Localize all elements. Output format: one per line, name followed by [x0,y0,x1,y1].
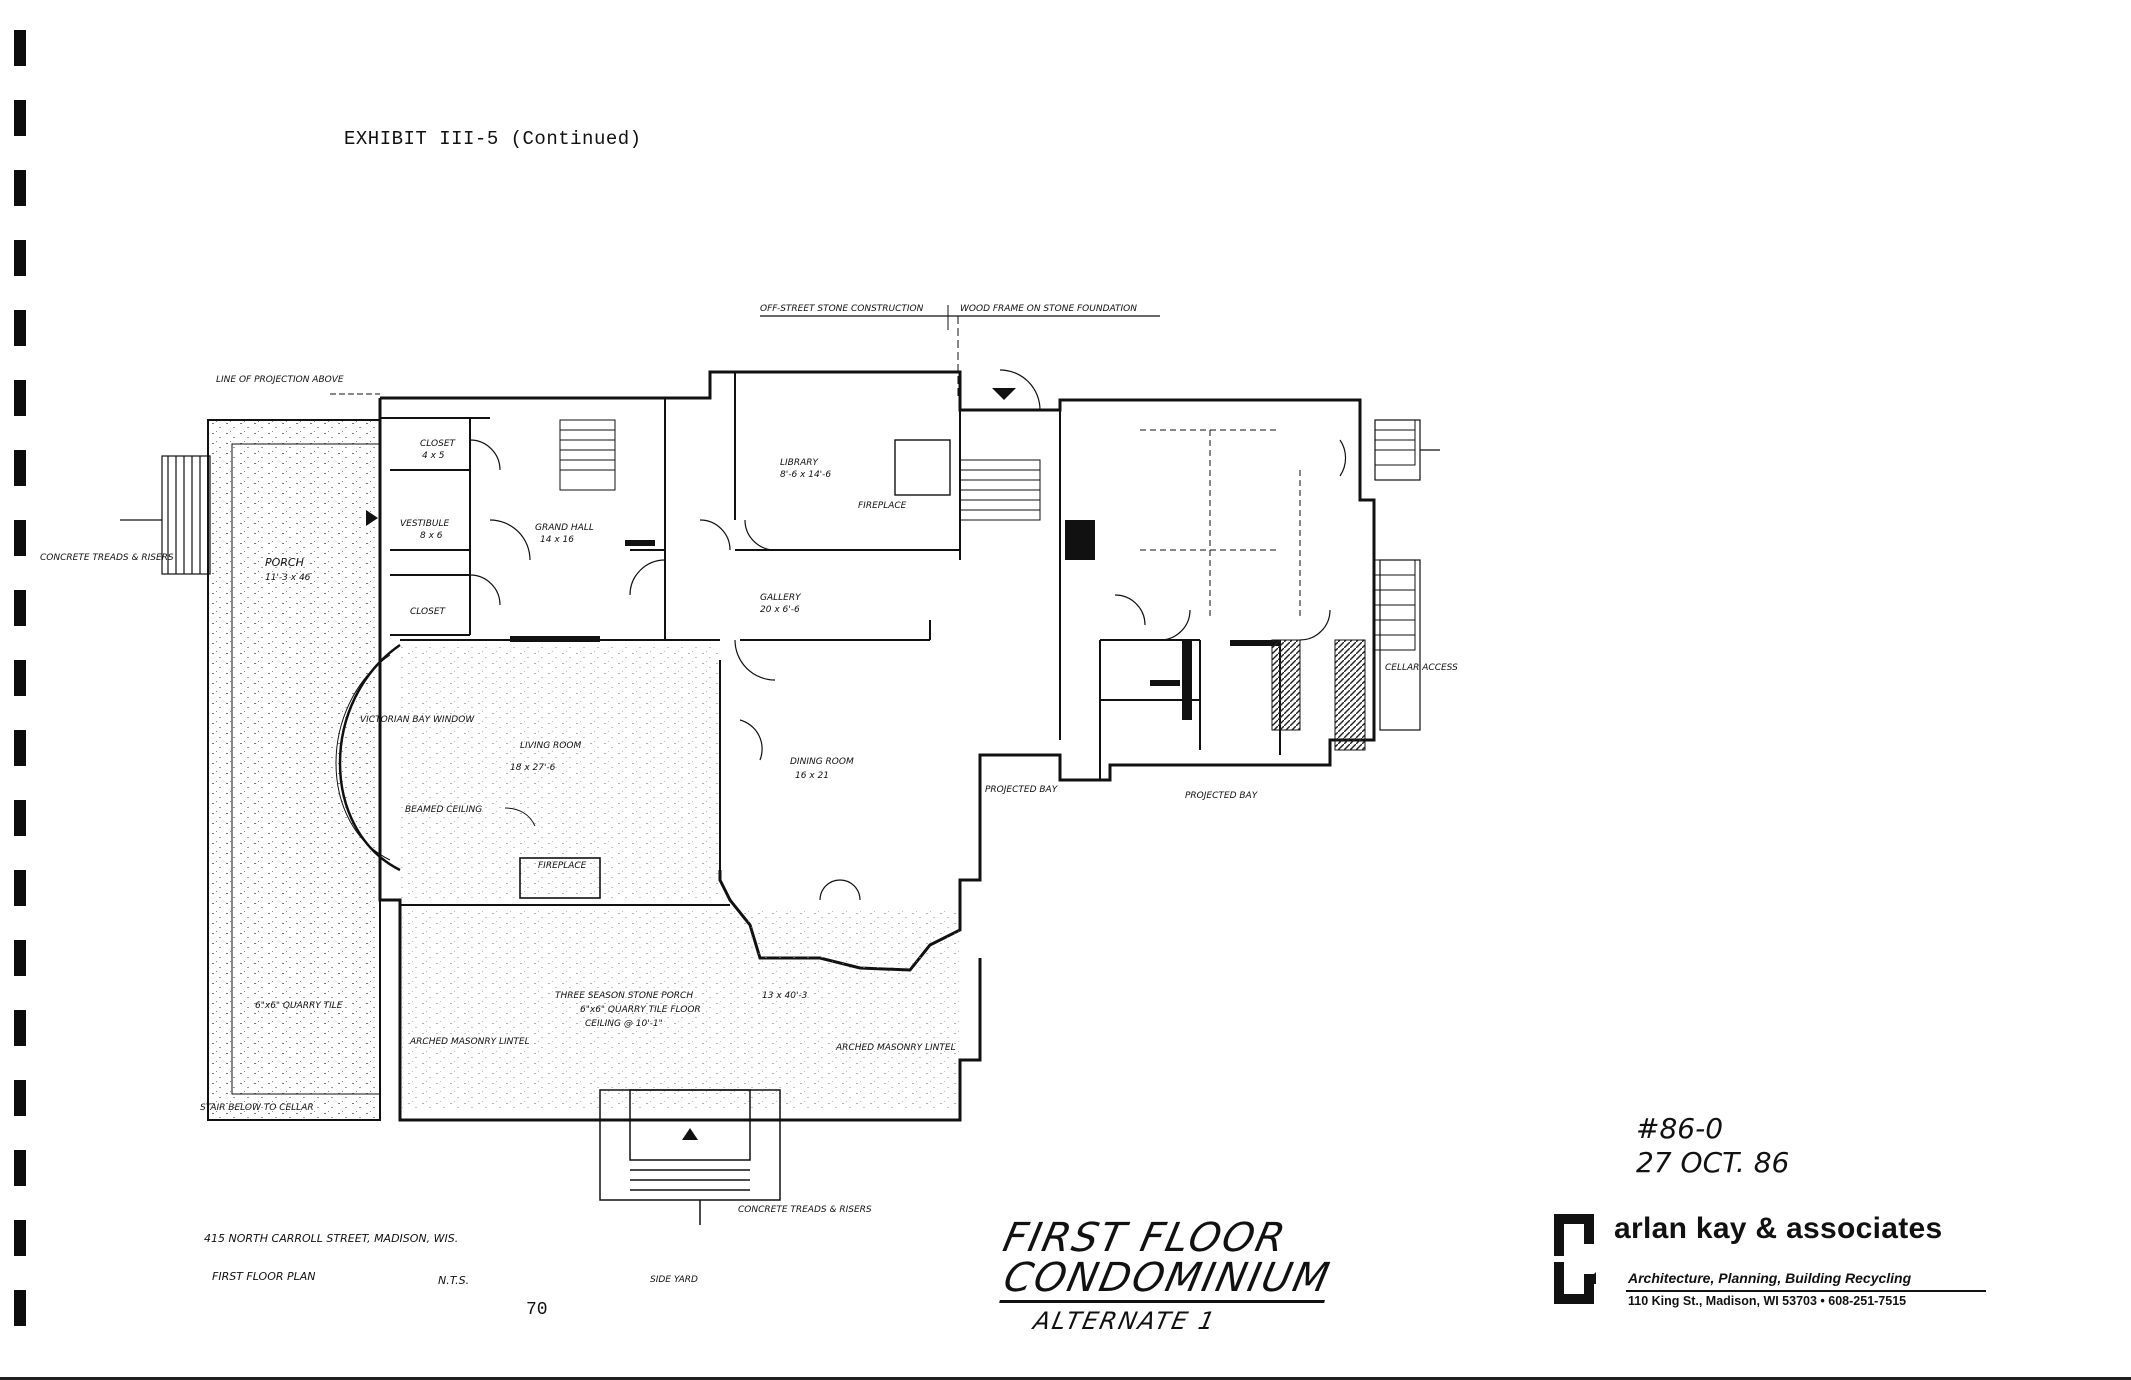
firm-address: 110 King St., Madison, WI 53703 • 608-25… [1628,1294,1907,1308]
bay-window-label: VICTORIAN BAY WINDOW [360,715,475,725]
wood-frame-label: WOOD FRAME ON STONE FOUNDATION [960,304,1137,314]
south-steps [599,1089,781,1225]
title-line-1: FIRST FLOOR [999,1215,1291,1261]
address-label: 415 NORTH CARROLL STREET, MADISON, WIS. [204,1232,458,1245]
concrete-treads-west-label: CONCRETE TREADS & RISERS [40,553,174,563]
firm-rule [1626,1290,1986,1292]
binding-hole [14,1010,26,1046]
firm-name: arlan kay & associates [1614,1212,1943,1245]
vestibule-dim: 8 x 6 [420,531,443,541]
grand-hall-label: GRAND HALL [535,523,594,533]
ceiling-note-label: CEILING @ 10'-1" [585,1019,663,1029]
entry-arrow-south [682,1128,698,1140]
gallery-dim: 20 x 6'-6 [760,605,800,615]
vestibule-label: VESTIBULE [400,519,449,529]
entry-arrow-west [366,510,378,526]
binding-hole [14,870,26,906]
firm-logo-icon [1554,1214,1596,1304]
porch [207,419,381,1121]
closet-bottom-label: CLOSET [410,607,447,617]
binding-hole [14,520,26,556]
binding-hole [14,1150,26,1186]
binding-hole [14,590,26,626]
entry-arrow-north [992,388,1016,400]
job-date: 27 OCT. 86 [1636,1146,1790,1179]
stone-porch-floor [400,910,960,1110]
quarry-tile-label: 6"x6" QUARRY TILE [255,1001,343,1011]
binding-hole [14,100,26,136]
firm-tagline: Architecture, Planning, Building Recycli… [1628,1270,1912,1286]
quarry-tile-floor-label: 6"x6" QUARRY TILE FLOOR [580,1005,701,1015]
dining-room-dim: 16 x 21 [795,771,829,781]
binding-hole [14,170,26,206]
dining-room-label: DINING ROOM [790,757,854,767]
living-room-dim: 18 x 27'-6 [510,763,556,773]
three-season-label: THREE SEASON STONE PORCH [555,991,693,1001]
scale-label: N.T.S. [438,1274,469,1287]
title-line-2: CONDOMINIUM [999,1255,1335,1303]
off-street-stone-label: OFF-STREET STONE CONSTRUCTION [760,304,924,314]
dashed-lines [719,429,1301,880]
side-yard-label: SIDE YARD [650,1275,698,1285]
firm-logo-block: arlan kay & associates Architecture, Pla… [1554,1212,2014,1312]
beamed-ceiling-label: BEAMED CEILING [405,805,482,815]
heavy-walls [510,520,1280,720]
projected-bay-2-label: PROJECTED BAY [1185,791,1259,801]
job-number: #86-0 [1636,1112,1724,1145]
gallery-label: GALLERY [760,593,802,603]
binding-hole [14,450,26,486]
binding-hole [14,380,26,416]
binding-hole [14,30,26,66]
beamed-ceiling-leader [504,807,536,827]
title-line-3: ALTERNATE 1 [1031,1307,1219,1335]
job-note: #86-0 27 OCT. 86 [1636,1112,1789,1180]
living-room-label: LIVING ROOM [520,741,581,751]
sheet-name-label: FIRST FLOOR PLAN [212,1270,316,1283]
cellar-access-label: CELLAR ACCESS [1385,663,1458,673]
fireplace-living [519,857,601,899]
bay-window-inner [335,654,391,861]
arched-lintel-1-label: ARCHED MASONRY LINTEL [409,1037,530,1047]
concrete-treads-south-label: CONCRETE TREADS & RISERS [738,1205,872,1215]
porch-dim: 11'-3 x 46 [265,573,311,583]
three-season-dim: 13 x 40'-3 [762,991,808,1001]
top-notes: OFF-STREET STONE CONSTRUCTION WOOD FRAME… [760,304,1160,400]
library-label: LIBRARY [780,458,820,468]
binding-hole [14,1080,26,1116]
door-swings [469,369,1347,901]
closet-top-dim: 4 x 5 [422,451,445,461]
stair-below-label: STAIR BELOW TO CELLAR [200,1103,314,1113]
grand-hall-dim: 14 x 16 [540,535,574,545]
title-block: FIRST FLOOR CONDOMINIUM ALTERNATE 1 [999,1215,1335,1335]
page-number: 70 [526,1300,548,1320]
binding-strip [14,30,28,1360]
binding-hole [14,310,26,346]
binding-hole [14,240,26,276]
arched-lintel-2-label: ARCHED MASONRY LINTEL [835,1043,956,1053]
binding-hole [14,730,26,766]
scan-edge [0,1377,2131,1380]
library-dim: 8'-6 x 14'-6 [780,470,831,480]
binding-hole [14,940,26,976]
exhibit-label: EXHIBIT III-5 (Continued) [344,128,642,150]
fireplace-library [894,439,951,496]
interior-stairs [559,419,1416,651]
binding-hole [14,1220,26,1256]
binding-hole [14,660,26,696]
binding-hole [14,800,26,836]
fireplace-living-label: FIREPLACE [538,861,587,871]
east-steps [1374,419,1440,731]
binding-hole [14,1290,26,1326]
stair-hatch-inner [1271,639,1301,731]
projection-line-label: LINE OF PROJECTION ABOVE [216,375,344,385]
closet-top-label: CLOSET [420,439,457,449]
projected-bay-1-label: PROJECTED BAY [985,785,1059,795]
stair-hatch-east [1334,639,1366,751]
porch-label: PORCH [265,556,304,569]
fireplace-library-label: FIREPLACE [858,501,907,511]
